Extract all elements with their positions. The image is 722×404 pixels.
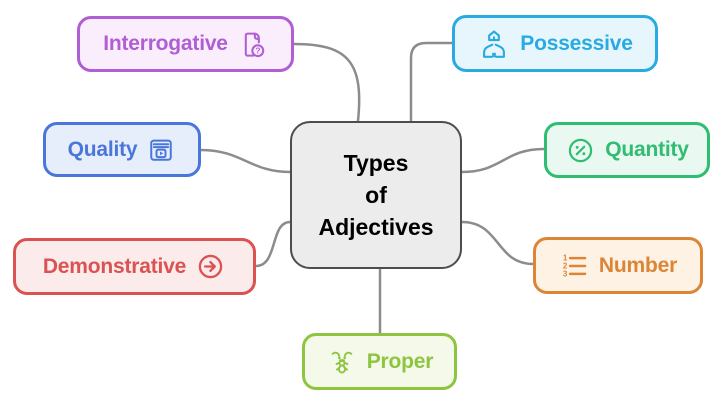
node-label: Quality <box>67 137 138 161</box>
arrow-right-circle-icon <box>195 251 226 282</box>
node-possessive: Possessive <box>452 15 658 72</box>
node-number: 1 2 3 Number <box>533 237 703 294</box>
ant-icon <box>326 346 358 378</box>
numbered-list-icon: 1 2 3 <box>559 250 590 281</box>
node-quantity: Quantity <box>544 122 710 178</box>
percent-circle-icon <box>565 135 596 166</box>
node-label: Quantity <box>605 138 689 161</box>
hands-holding-house-icon <box>477 27 511 61</box>
svg-text:3: 3 <box>563 269 568 278</box>
node-label: Number <box>598 253 678 277</box>
connector-possessive <box>409 41 454 123</box>
node-interrogative: Interrogative ? <box>77 16 294 72</box>
connector-demonstrative <box>254 220 292 268</box>
connector-quantity <box>460 147 546 174</box>
svg-text:2: 2 <box>563 262 568 271</box>
svg-text:?: ? <box>255 45 260 55</box>
connector-interrogative <box>292 42 361 123</box>
media-window-icon <box>146 135 176 165</box>
center-node: Types of Adjectives <box>290 121 462 269</box>
node-label: Demonstrative <box>42 254 187 278</box>
node-quality: Quality <box>43 122 201 177</box>
connector-quality <box>199 148 292 174</box>
center-node-line: of <box>365 181 387 208</box>
node-proper: Proper <box>302 333 457 390</box>
svg-text:1: 1 <box>563 254 568 263</box>
node-label: Possessive <box>520 31 633 55</box>
node-demonstrative: Demonstrative <box>13 238 256 295</box>
center-node-line: Adjectives <box>318 214 434 241</box>
node-label: Interrogative <box>103 32 228 55</box>
document-question-icon: ? <box>237 29 268 60</box>
center-node-line: Types <box>343 149 409 176</box>
connector-number <box>460 220 535 266</box>
node-label: Proper <box>366 349 434 373</box>
